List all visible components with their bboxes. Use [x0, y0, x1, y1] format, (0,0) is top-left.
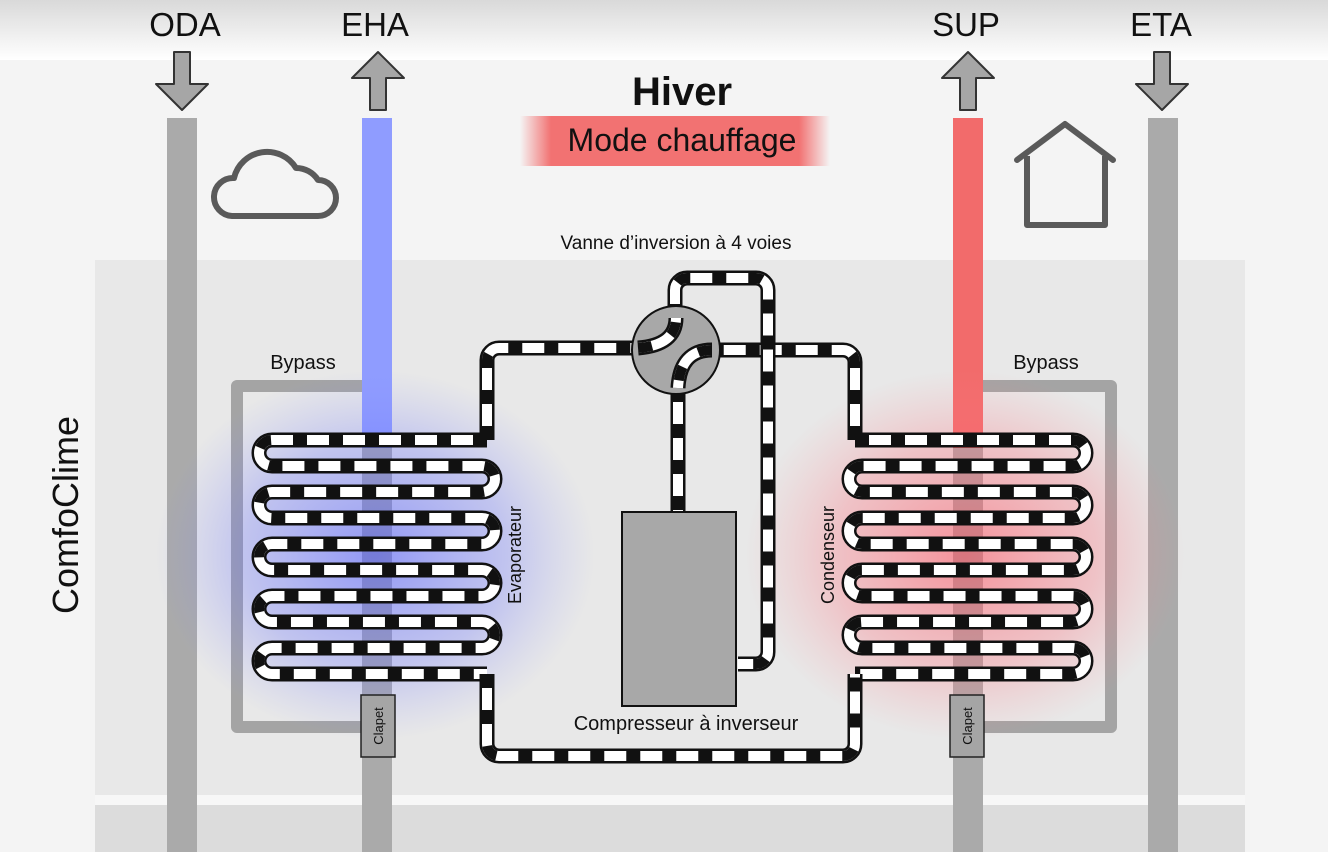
pipe-segment — [712, 345, 860, 440]
four-way-valve — [631, 305, 721, 395]
mode-banner — [520, 116, 830, 166]
page-title: Hiver — [632, 70, 732, 114]
pipe-segment — [482, 343, 638, 440]
compressor-body — [621, 511, 737, 707]
label-oda: ODA — [149, 6, 221, 43]
cloud-icon — [210, 148, 339, 219]
condenser-coil — [841, 432, 1094, 682]
compressor-label: Compresseur à inverseur — [574, 713, 799, 735]
arrow-down-icon — [1135, 51, 1189, 111]
label-eta: ETA — [1130, 6, 1192, 43]
pipe-segment — [482, 674, 860, 761]
evaporator-label: Evaporateur — [505, 506, 525, 604]
damper-right-label: Clapet — [960, 707, 975, 745]
valve-inner-paths — [637, 317, 713, 389]
cold-glow — [155, 370, 595, 740]
condenser-label: Condenseur — [818, 506, 838, 604]
house-icon — [1014, 121, 1116, 228]
brand-label: ComfoClime — [45, 416, 86, 614]
damper-left-label: Clapet — [371, 707, 386, 745]
arrow-up-icon — [351, 51, 405, 111]
pipe-segment — [254, 435, 500, 679]
pipe-segment — [670, 273, 773, 669]
hot-glow — [745, 370, 1185, 740]
page-subtitle: Mode chauffage — [568, 122, 797, 158]
damper-right: Clapet — [949, 694, 985, 758]
pipe-segment — [673, 345, 713, 389]
evaporator-coil — [251, 432, 503, 682]
unit-base — [95, 800, 1245, 852]
label-eha: EHA — [341, 6, 409, 43]
top-shade — [0, 0, 1328, 60]
refrigerant-circuit — [251, 270, 1094, 764]
arrow-up-icon — [941, 51, 995, 111]
bypass-left-label: Bypass — [270, 352, 336, 374]
pipe-segment — [637, 317, 681, 353]
damper-left: Clapet — [360, 694, 396, 758]
pipe-segment — [844, 435, 1091, 679]
label-sup: SUP — [932, 6, 1000, 43]
valve-label: Vanne d’inversion à 4 voies — [561, 233, 792, 254]
arrow-down-icon — [155, 51, 209, 111]
bypass-right-label: Bypass — [1013, 352, 1079, 374]
